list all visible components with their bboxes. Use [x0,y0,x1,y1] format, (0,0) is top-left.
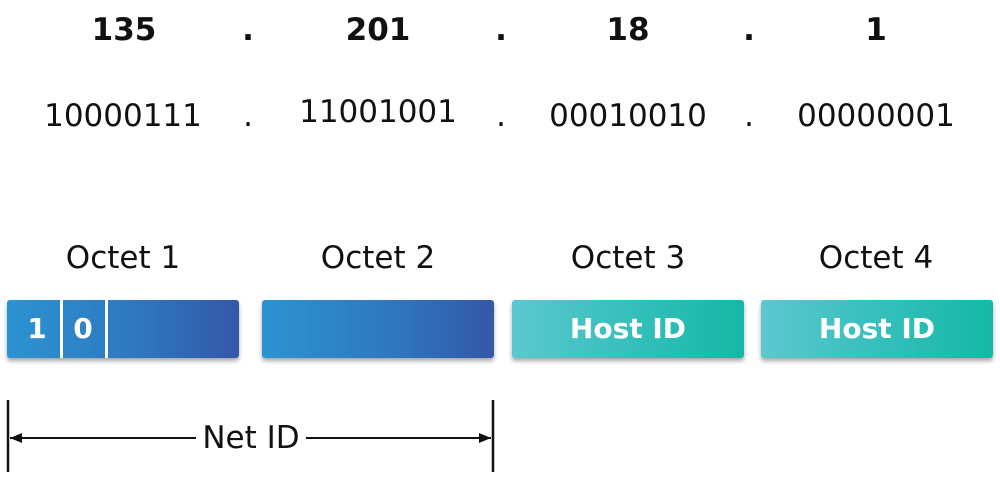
octet-label-2: Octet 2 [320,240,436,276]
binary-separator-3: . [744,98,754,134]
network-class-bit-1: 1 [27,312,47,345]
decimal-octet-4: 1 [865,12,887,48]
net-id-label: Net ID [196,418,306,458]
binary-octet-3: 00010010 [549,98,707,134]
octet-1-box: 1 0 [7,300,239,358]
binary-octet-1: 10000111 [44,98,202,134]
host-id-label-3: Host ID [569,312,687,345]
octet-4-box: Host ID [761,300,993,358]
bracket-right-arrow [479,433,491,443]
binary-octet-2: 11001001 [299,94,457,130]
bit-divider-2 [105,300,108,358]
decimal-octet-2: 201 [345,12,411,48]
bracket-left-arrow [10,433,22,443]
decimal-octet-3: 18 [606,12,650,48]
host-id-label-4: Host ID [818,312,936,345]
octet-label-3: Octet 3 [570,240,686,276]
octet-label-1: Octet 1 [65,240,181,276]
octet-3-box: Host ID [512,300,744,358]
decimal-separator-3: . [743,12,755,48]
binary-separator-2: . [496,98,506,134]
decimal-separator-2: . [495,12,507,48]
network-class-bit-2: 0 [73,312,93,345]
octet-label-4: Octet 4 [818,240,934,276]
decimal-separator-1: . [242,12,254,48]
octet-2-box [262,300,494,358]
binary-separator-1: . [243,98,253,134]
decimal-octet-1: 135 [91,12,157,48]
binary-octet-4: 00000001 [797,98,955,134]
bit-divider-1 [60,300,63,358]
